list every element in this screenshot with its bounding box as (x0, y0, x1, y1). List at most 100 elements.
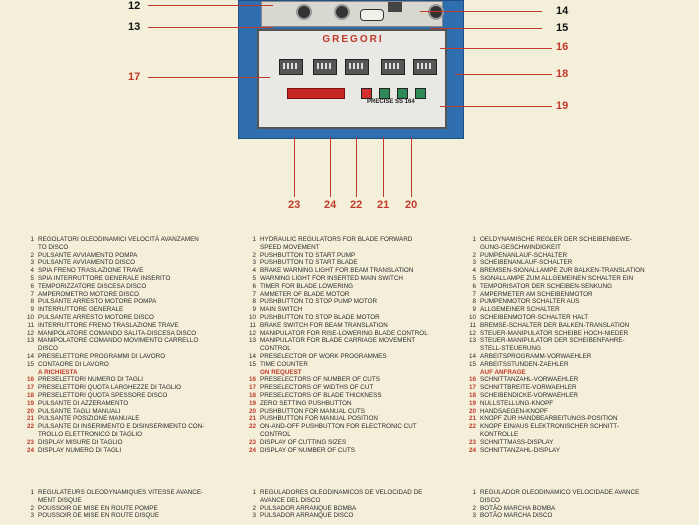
legend-number (462, 431, 480, 439)
legend-number: 22 (26, 423, 34, 431)
legend-row: CONTROL (242, 345, 428, 353)
legend-text: AVANCE DEL DISCO (260, 496, 321, 504)
legend-text: DISPLAY OF NUMBER OF CUTS (260, 446, 355, 454)
legend-text: PULSANTE DI INSERIMENTO E DISINSERIMENTO… (38, 423, 205, 431)
legend-text: SCHNITTMASS-DISPLAY (480, 438, 554, 446)
legend-number: 14 (248, 352, 256, 360)
legend-text: CONTROL (260, 430, 291, 438)
legend-number: 4 (252, 267, 256, 275)
legend-text: SPEED MOVEMENT (260, 243, 320, 251)
legend-number: 20 (248, 407, 256, 415)
legend-number: 12 (26, 329, 34, 337)
legend-number: 23 (26, 438, 34, 446)
legend-number: 9 (252, 306, 256, 314)
legend-french: 1 REGULATEURS OLEODYNAMIQUES VITESSE AVAN… (20, 489, 203, 520)
legend-number: 13 (468, 337, 476, 345)
legend-text: DISCO (480, 496, 500, 504)
legend-text: BREMSE-SCHALTER DER BALKEN-TRANSLATION (480, 321, 630, 329)
legend-number (20, 431, 38, 439)
legend-number: 23 (468, 438, 476, 446)
callout-21: 21 (377, 199, 390, 211)
legend-text: PULSANTE AVVIAMENTO DISCO (38, 259, 136, 267)
green-pushbutton (397, 88, 408, 99)
legend-heading: AUF ANFRAGE (480, 368, 526, 376)
legend-number: 1 (472, 236, 476, 243)
legend-text: REGOLATORI OLEODINAMICI VELOCITÀ AVANZAM… (38, 236, 199, 243)
legend-text: TIMER FOR BLADE LOWERING (260, 282, 354, 290)
legend-text: PRESELECTORS OF NUMBER OF CUTS (260, 376, 380, 384)
legend-number: 3 (30, 259, 34, 267)
callout-24: 24 (324, 199, 337, 211)
legend-number: 7 (472, 290, 476, 298)
legend-number: 1 (252, 489, 256, 496)
legend-number: 21 (26, 415, 34, 423)
leader-line (440, 48, 552, 49)
legend-text: PRESELECTORS OF WIDTHS OF CUT (260, 384, 374, 392)
legend-text: PRESELETTORI QUOTA SPESSORE DISCO (38, 391, 168, 399)
legend-number: 7 (252, 290, 256, 298)
legend-number: 2 (252, 504, 256, 512)
legend-text: HANDSAEGEN-KNOPF (480, 407, 548, 415)
legend-number: 21 (248, 415, 256, 423)
legend-number: 19 (26, 399, 34, 407)
leader-line (383, 137, 384, 197)
legend-text: SCHNITTBREITE-VORWAEHLER (480, 384, 577, 392)
callout-22: 22 (350, 199, 363, 211)
legend-number: 1 (30, 489, 34, 496)
legend-text: REGULATEURS OLEODYNAMIQUES VITESSE AVANC… (38, 489, 204, 496)
legend-text: BREMSEN-SIGNALLAMPE ZUR BALKEN-TRANSLATI… (480, 267, 645, 275)
legend-text: SCHNITTANZAHL-VORWAEHLER (480, 376, 579, 384)
green-pushbutton (379, 88, 390, 99)
legend-text: MAIN SWITCH (260, 306, 303, 314)
legend-text: POUSSOIR DE MISE EN ROUTE POMPE (38, 504, 158, 512)
legend-text: TROLLO ELETTRONICO DI TAGLIO (38, 430, 143, 438)
legend-text: BOTÃO MARCHA BOMBA (480, 504, 556, 512)
legend-text: GUNG-GESCHWINDIGKEIT (480, 243, 561, 251)
legend-number: 3 (252, 259, 256, 267)
legend-number: 11 (249, 321, 256, 329)
callout-18: 18 (556, 68, 569, 80)
legend-number: 17 (468, 384, 476, 392)
legend-text: TIME COUNTER (260, 360, 308, 368)
legend-number: 6 (472, 282, 476, 290)
callout-16: 16 (556, 41, 569, 53)
legend-number (242, 497, 260, 505)
legend-number: 19 (248, 399, 256, 407)
legend-text: ON-AND-OFF PUSHBUTTON FOR ELECTRONIC CUT (260, 423, 417, 431)
legend-number: 13 (26, 337, 34, 345)
leader-line (148, 27, 273, 28)
legend-row: TO DISCO (20, 244, 204, 252)
legend-number: 23 (248, 438, 256, 446)
legend-text: DISPLAY OF CUTTING SIZES (260, 438, 347, 446)
legend-number: 2 (472, 504, 476, 512)
legend-text: ALLGEMEINER SCHALTER (480, 306, 560, 314)
legend-number: 22 (468, 423, 476, 431)
legend-row: 9 MAIN SWITCH (242, 306, 428, 314)
gauge-icon (360, 9, 384, 21)
legend-text: PULSANTE ARRESTO MOTORE POMPA (38, 298, 157, 306)
legend-number (20, 244, 38, 252)
